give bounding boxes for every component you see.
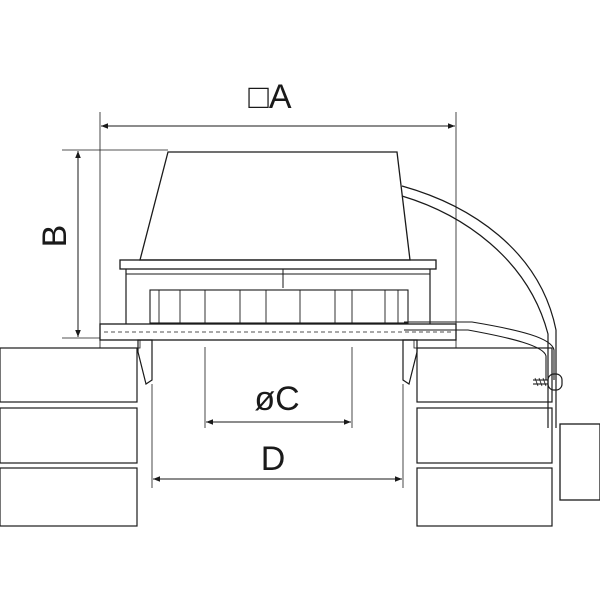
base-plate — [99, 323, 457, 341]
dimension-label-d: D — [261, 440, 286, 478]
seal-left — [99, 339, 141, 349]
terminal-box — [559, 423, 600, 501]
extension-lines — [62, 112, 457, 488]
dimension-label-b: B — [36, 225, 74, 248]
cable-clamp-screw — [533, 373, 563, 391]
inlet-spigot — [137, 339, 418, 385]
roof-masonry-left — [0, 347, 138, 527]
dimension-label-a: □A — [248, 78, 292, 116]
seal-right — [413, 339, 457, 349]
power-cable — [401, 185, 557, 428]
fan-housing — [119, 151, 437, 324]
roof-masonry-right — [416, 347, 553, 527]
dimension-label-c: øC — [254, 380, 299, 418]
